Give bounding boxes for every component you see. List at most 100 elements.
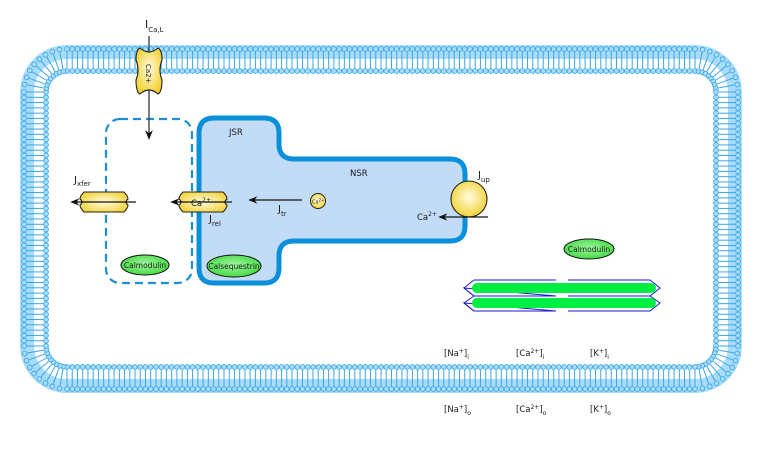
lipid-head: [676, 386, 683, 392]
lipid-head: [571, 386, 578, 392]
lipid-head: [43, 115, 49, 122]
lipid-head: [713, 279, 719, 286]
lipid-head: [21, 168, 27, 175]
lipid-head: [56, 46, 63, 53]
lipid-head: [383, 68, 390, 74]
lipid-head: [639, 68, 646, 74]
lipid-tail: [32, 357, 47, 367]
lipid-head: [713, 332, 719, 339]
lipid-head: [43, 126, 49, 132]
lipid-head: [242, 46, 248, 52]
lipid-head: [100, 364, 107, 370]
svg-text:Ca2+: Ca2+: [312, 198, 324, 206]
lipid-head: [514, 68, 520, 74]
lipid-head: [399, 46, 405, 52]
lipid-head: [519, 364, 526, 370]
lipid-head: [629, 68, 636, 74]
lipid-head: [278, 68, 285, 74]
lipid-head: [21, 136, 27, 143]
lipid-head: [577, 46, 583, 52]
lipid-head: [378, 364, 384, 370]
lipid-head: [304, 68, 311, 74]
lipid-head: [435, 364, 442, 370]
lipid-head: [21, 89, 27, 95]
lipid-head: [529, 364, 536, 370]
lipid-tail: [52, 54, 60, 70]
lipid-head: [49, 383, 56, 390]
lipid-head: [597, 386, 604, 392]
lipid-head: [587, 364, 594, 370]
lipid-head: [137, 386, 144, 392]
lipid-head: [420, 364, 426, 370]
lipid-head: [153, 386, 159, 392]
lipid-head: [85, 386, 91, 392]
lipid-head: [440, 46, 447, 52]
lipid-head: [508, 68, 515, 74]
lipid-head: [425, 386, 431, 392]
lipid-head: [357, 46, 363, 52]
lipid-head: [257, 68, 264, 74]
lipid-head: [676, 46, 683, 52]
lipid-head: [467, 68, 473, 74]
lipid-head: [43, 327, 49, 333]
k-i-label: [K+]i: [590, 348, 609, 361]
lipid-head: [21, 337, 27, 344]
lipid-head: [132, 46, 138, 52]
lipid-head: [336, 46, 342, 52]
lipid-head: [503, 386, 510, 392]
lipid-tail: [702, 368, 710, 384]
lipid-head: [629, 364, 636, 370]
svg-text:Calmodulin: Calmodulin: [124, 261, 166, 270]
lipid-head: [304, 46, 311, 52]
lipid-head: [561, 46, 568, 52]
lipid-head: [582, 364, 588, 370]
lipid-head: [64, 46, 70, 52]
lipid-head: [215, 364, 222, 370]
lipid-head: [608, 386, 615, 392]
lipid-head: [69, 68, 76, 74]
lipid-head: [21, 332, 27, 339]
lipid-head: [36, 376, 43, 382]
lipid-head: [524, 68, 531, 74]
lipid-head: [179, 68, 185, 74]
lipid-head: [43, 142, 49, 148]
lipid-head: [299, 46, 306, 52]
lipid-head: [200, 68, 206, 74]
svg-text:Calsequestrin: Calsequestrin: [208, 262, 260, 271]
lipid-head: [231, 386, 238, 392]
lipid-head: [650, 386, 656, 392]
lipid-head: [21, 321, 27, 328]
lipid-head: [111, 386, 117, 392]
lipid-head: [310, 46, 316, 52]
lipid-head: [624, 364, 630, 370]
lipid-head: [713, 216, 719, 222]
lipid-head: [566, 364, 573, 370]
lipid-head: [242, 68, 248, 74]
lipid-head: [446, 364, 452, 370]
lipid-head: [85, 46, 91, 52]
lipid-tail: [718, 84, 735, 89]
lipid-head: [247, 46, 254, 52]
lipid-head: [289, 68, 295, 74]
lipid-head: [477, 68, 484, 74]
lipid-head: [351, 46, 358, 52]
lipid-head: [346, 68, 353, 74]
lipid-head: [634, 364, 641, 370]
lipid-head: [713, 247, 719, 254]
lipid-head: [660, 386, 667, 392]
lipid-head: [21, 110, 27, 117]
lipid-head: [21, 242, 27, 249]
lipid-head: [346, 364, 353, 370]
lipid-head: [650, 46, 656, 52]
lipid-head: [294, 386, 301, 392]
lipid-tail: [706, 366, 716, 381]
lipid-head: [49, 48, 56, 55]
lipid-head: [686, 68, 693, 74]
lipid-head: [713, 194, 719, 201]
lipid-head: [681, 46, 688, 52]
lipid-head: [735, 105, 741, 111]
lipid-head: [273, 364, 280, 370]
lipid-head: [194, 386, 201, 392]
calmodulin-cytosol: Calmodulin: [563, 238, 615, 260]
lipid-head: [367, 46, 374, 52]
